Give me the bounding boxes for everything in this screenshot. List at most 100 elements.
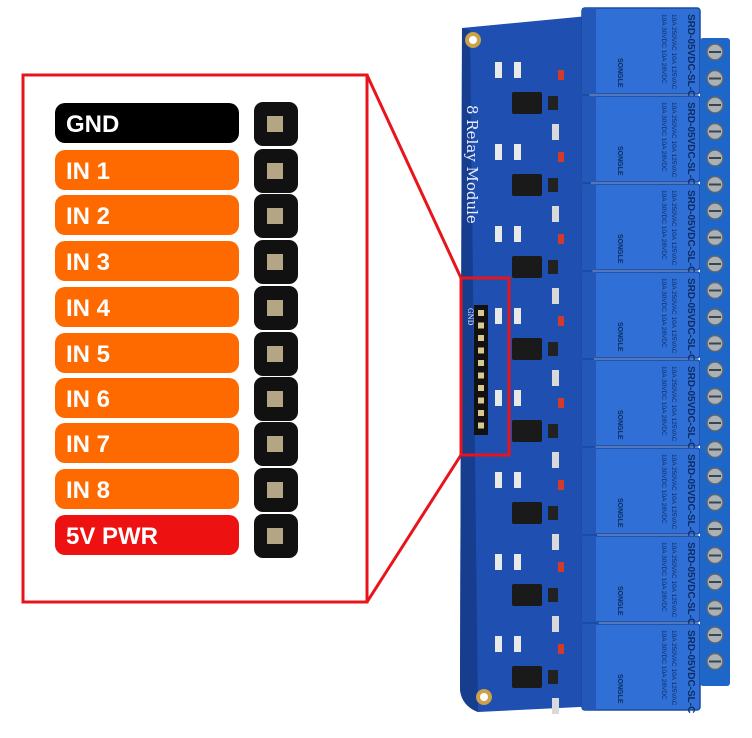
relay-rating-text: 10A 30VDC 10A 28VDC xyxy=(660,630,667,700)
resistor xyxy=(495,554,502,570)
pin-label-pill xyxy=(55,241,239,281)
header-pin xyxy=(267,300,283,316)
pin-label-text: GND xyxy=(66,111,119,138)
relay-body xyxy=(581,535,701,623)
relay-body xyxy=(581,7,701,95)
optocoupler xyxy=(512,666,542,688)
relay-side xyxy=(582,448,596,534)
relay-side xyxy=(582,96,596,182)
pin-label-5v-pwr: 5V PWR xyxy=(55,515,239,555)
resistor xyxy=(514,144,521,160)
relay-rating-text: 10A 30VDC 10A 28VDC xyxy=(660,190,667,260)
relay-rating-text: 10A 250VAC 10A 125VAC xyxy=(670,278,677,354)
transistor xyxy=(548,588,558,602)
relay-body xyxy=(581,95,701,183)
pin-label-pill xyxy=(55,103,239,143)
status-led xyxy=(558,234,564,244)
pin-label-text: IN 6 xyxy=(66,386,110,413)
relay-body xyxy=(581,271,701,359)
relay-rating-text: 10A 30VDC 10A 28VDC xyxy=(660,542,667,612)
pin-label-in5: IN 5 xyxy=(55,333,239,373)
relay-rating-text: 10A 30VDC 10A 28VDC xyxy=(660,102,667,172)
header-pin xyxy=(267,346,283,362)
board-pin xyxy=(478,322,484,329)
relay-rating-text: 10A 250VAC 10A 125VAC xyxy=(670,366,677,442)
header-pin xyxy=(267,208,283,224)
board-title: 8 Relay Module xyxy=(463,105,481,224)
relay-rating-text: 10A 250VAC 10A 125VAC xyxy=(670,102,677,178)
pin-labels: GND IN 1 IN 2 IN 3 IN 4 IN 5 IN 6 IN 7 xyxy=(55,103,239,555)
pin-label-in7: IN 7 xyxy=(55,423,239,463)
pin-label-pill xyxy=(55,195,239,235)
board-pin xyxy=(478,335,484,341)
relay-brand-text: SONGLE xyxy=(616,58,623,88)
status-led xyxy=(558,152,564,162)
diode xyxy=(552,698,559,714)
resistor xyxy=(514,472,521,488)
diode xyxy=(552,452,559,468)
optocoupler xyxy=(512,420,542,442)
relay-model-text: SRD-05VDC-SL-C xyxy=(685,14,696,97)
header-pin xyxy=(267,254,283,270)
relay-model-text: SRD-05VDC-SL-C xyxy=(685,190,696,273)
board-pin xyxy=(478,385,484,391)
relay-side xyxy=(582,8,596,94)
resistor xyxy=(495,308,502,324)
relay-body xyxy=(581,183,701,271)
resistor xyxy=(514,308,521,324)
pin-label-pill xyxy=(55,423,239,463)
pin-label-in4: IN 4 xyxy=(55,287,239,327)
callout-line-top xyxy=(365,74,463,279)
relay-brand-text: SONGLE xyxy=(616,674,623,704)
status-led xyxy=(558,316,564,326)
status-led xyxy=(558,480,564,490)
pin-label-text: IN 4 xyxy=(66,295,111,322)
board-input-header xyxy=(474,305,488,435)
relay-side xyxy=(582,360,596,446)
board-pin xyxy=(478,347,484,354)
pin-label-in1: IN 1 xyxy=(55,150,239,190)
relay-rating-text: 10A 250VAC 10A 125VAC xyxy=(670,14,677,90)
status-led xyxy=(558,644,564,654)
pin-label-pill xyxy=(55,333,239,373)
optocoupler xyxy=(512,174,542,196)
resistor xyxy=(514,390,521,406)
relay-side xyxy=(582,272,596,358)
optocoupler xyxy=(512,92,542,114)
board-pin xyxy=(478,360,484,366)
pin-label-text: IN 3 xyxy=(66,249,110,276)
pcb-edge-shade xyxy=(460,28,478,712)
relay-rating-text: 10A 30VDC 10A 28VDC xyxy=(660,14,667,84)
relay-model-text: SRD-05VDC-SL-C xyxy=(685,102,696,185)
status-led xyxy=(558,398,564,408)
header-pin xyxy=(267,436,283,452)
board-pin xyxy=(478,310,484,316)
resistor xyxy=(514,636,521,652)
relay-rating-text: 10A 250VAC 10A 125VAC xyxy=(670,630,677,706)
relay-model-text: SRD-05VDC-SL-C xyxy=(685,630,696,713)
header-pin xyxy=(267,163,283,179)
header-pin xyxy=(267,116,283,132)
board-pin xyxy=(478,397,484,404)
diode xyxy=(552,616,559,632)
board-pin xyxy=(478,410,484,416)
transistor xyxy=(548,506,558,520)
pin-label-pill xyxy=(55,469,239,509)
relay-brand-text: SONGLE xyxy=(616,234,623,264)
diode xyxy=(552,370,559,386)
transistor xyxy=(548,178,558,192)
relay-rating-text: 10A 250VAC 10A 125VAC xyxy=(670,454,677,530)
header-pin xyxy=(267,528,283,544)
pin-label-in8: IN 8 xyxy=(55,469,239,509)
pcb xyxy=(460,16,600,712)
board-highlight-box xyxy=(459,276,511,457)
resistor xyxy=(495,62,502,78)
